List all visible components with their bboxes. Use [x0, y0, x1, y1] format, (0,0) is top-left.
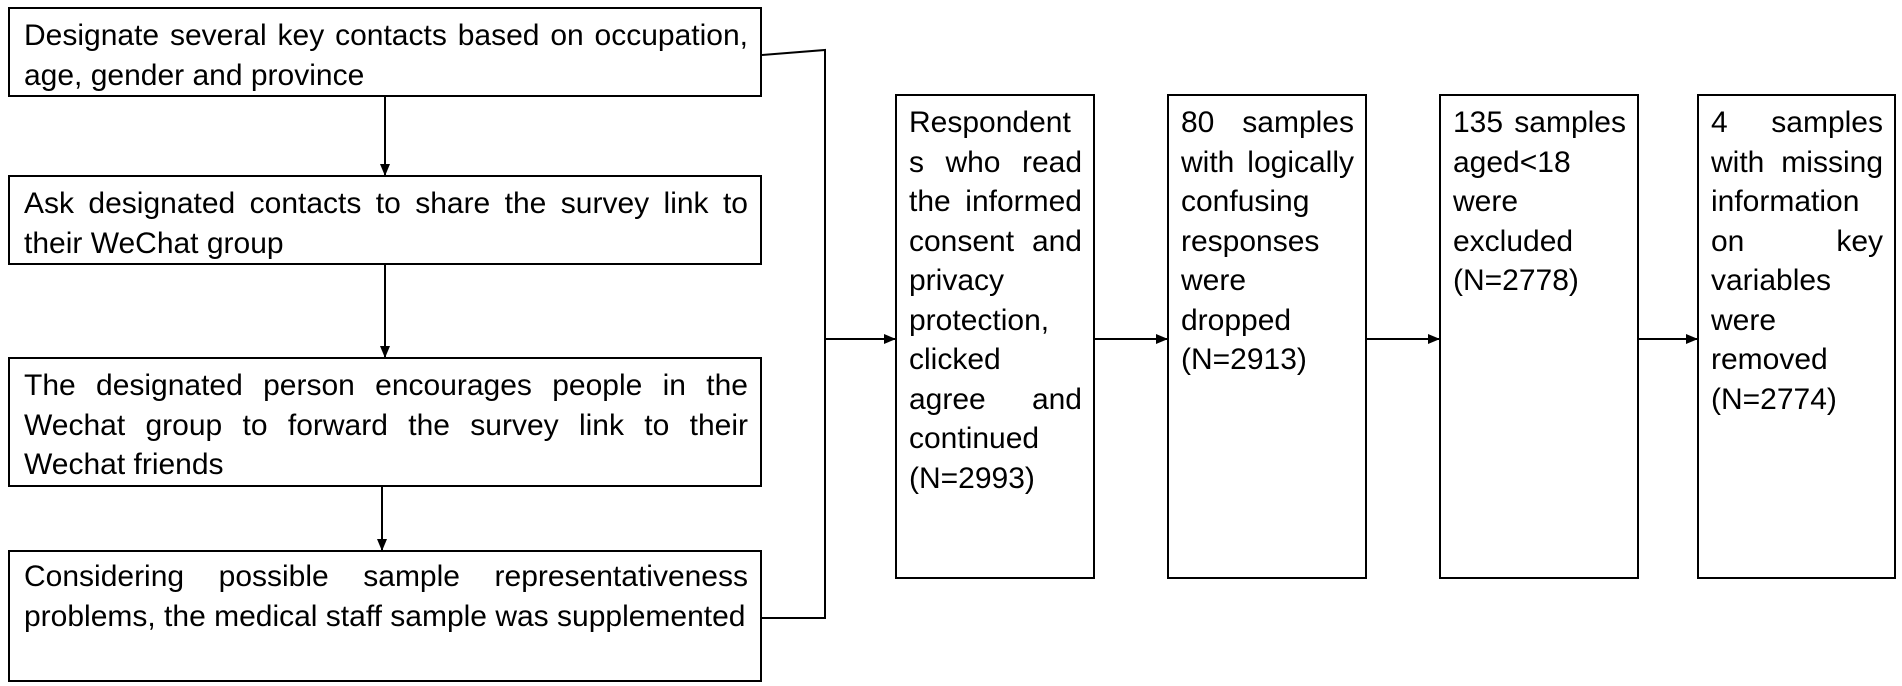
stage-logic-dropped-text: 80 samples with logically confusing resp…	[1181, 106, 1354, 376]
stage-age-excluded-text: 135 samples aged<18 were excluded (N=277…	[1453, 106, 1626, 297]
bracket-connector	[761, 48, 826, 619]
step-designate-contacts: Designate several key contacts based on …	[8, 7, 762, 97]
step-forward-link-text: The designated person encourages people …	[24, 369, 748, 481]
step-supplement-sample-text: Considering possible sample representati…	[24, 560, 748, 633]
stage-consent: Respondent s who read the informed conse…	[895, 94, 1095, 579]
step-designate-contacts-text: Designate several key contacts based on …	[24, 19, 748, 92]
step-forward-link: The designated person encourages people …	[8, 357, 762, 487]
stage-consent-text: Respondent s who read the informed conse…	[909, 106, 1082, 495]
stage-missing-removed-text: 4 samples with missing information on ke…	[1711, 106, 1883, 416]
stage-missing-removed: 4 samples with missing information on ke…	[1697, 94, 1896, 579]
step-share-link: Ask designated contacts to share the sur…	[8, 175, 762, 265]
stage-logic-dropped: 80 samples with logically confusing resp…	[1167, 94, 1367, 579]
stage-age-excluded: 135 samples aged<18 were excluded (N=277…	[1439, 94, 1639, 579]
step-supplement-sample: Considering possible sample representati…	[8, 550, 762, 682]
step-share-link-text: Ask designated contacts to share the sur…	[24, 187, 748, 260]
